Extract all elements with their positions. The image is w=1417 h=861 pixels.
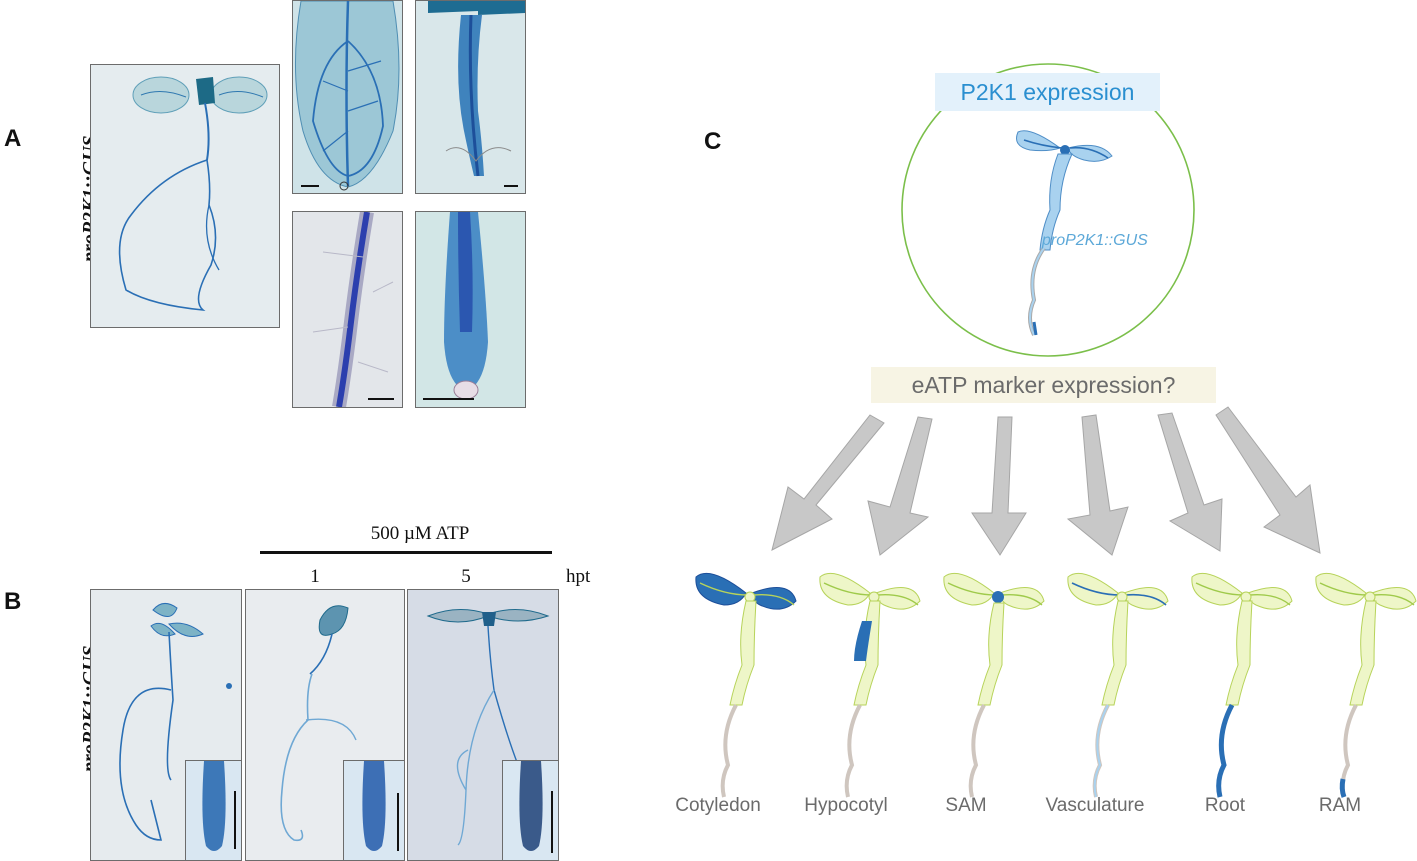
timepoint-unit: hpt	[566, 566, 591, 587]
panel-a-root-tip-closeup	[415, 211, 526, 408]
seedling-ram	[1315, 573, 1417, 798]
5hpt-seedling-image	[426, 609, 550, 846]
tissue-seedlings	[695, 573, 1417, 798]
tissue-label-vasculature: Vasculature	[1045, 795, 1145, 816]
panel-b-5hpt-photo	[407, 589, 559, 861]
timepoint-1: 1	[310, 566, 320, 587]
panel-a-hypocotyl-closeup	[415, 0, 526, 194]
arrow-hypocotyl	[867, 416, 933, 556]
seedling-image	[118, 76, 268, 312]
control-inset-image	[202, 761, 236, 851]
seedling-cotyledon	[695, 573, 797, 798]
panel-b-1hpt-inset	[343, 760, 404, 860]
panel-b-1hpt-photo	[245, 589, 405, 861]
panel-b-control-photo	[90, 589, 242, 861]
seedling-hypocotyl	[819, 573, 921, 798]
seedling-sam	[943, 573, 1045, 798]
arrows-group	[771, 406, 1321, 556]
arrow-cotyledon	[771, 414, 885, 551]
tissue-label-ram: RAM	[1318, 795, 1362, 816]
arrow-ram	[1215, 406, 1321, 554]
panel-a-seedling-photo	[90, 64, 280, 328]
panel-c-label: C	[704, 128, 722, 155]
hypocotyl-closeup-image	[428, 1, 525, 187]
panel-a-root-closeup	[292, 211, 403, 408]
5hpt-inset-image	[519, 761, 553, 853]
control-seedling-image	[119, 603, 232, 841]
arrow-root	[1157, 412, 1223, 552]
root-tip-closeup-image	[423, 212, 488, 400]
cotyledon-closeup-image	[295, 1, 400, 191]
panel-b-control-inset	[185, 760, 241, 860]
seedling-vasculature	[1067, 573, 1169, 798]
panel-b-5hpt-inset	[502, 760, 558, 860]
treatment-bar	[260, 551, 552, 554]
arrow-sam	[971, 416, 1027, 556]
seedling-root	[1191, 573, 1293, 798]
p2k1-title: P2K1 expression	[960, 79, 1135, 105]
p2k1-title-box	[935, 73, 1160, 111]
panel-b-label: B	[4, 588, 22, 615]
treatment-label: 500 µM ATP	[370, 523, 470, 544]
reporter-label: proP2K1::GUS	[1042, 232, 1148, 249]
question-text: eATP marker expression?	[911, 372, 1176, 398]
arrow-vasculature	[1066, 414, 1129, 556]
timepoint-5: 5	[461, 566, 471, 587]
tissue-label-cotyledon: Cotyledon	[675, 795, 761, 816]
panel-a-cotyledon-closeup	[292, 0, 403, 194]
tissue-label-root: Root	[1204, 795, 1246, 816]
panel-a-label: A	[4, 125, 22, 152]
expression-circle	[901, 63, 1195, 357]
1hpt-seedling-image	[280, 605, 357, 842]
root-closeup-image	[312, 212, 394, 407]
question-box	[871, 367, 1216, 403]
tissue-label-hypocotyl: Hypocotyl	[804, 795, 888, 816]
1hpt-inset-image	[362, 761, 399, 851]
tissue-label-sam: SAM	[945, 795, 987, 816]
